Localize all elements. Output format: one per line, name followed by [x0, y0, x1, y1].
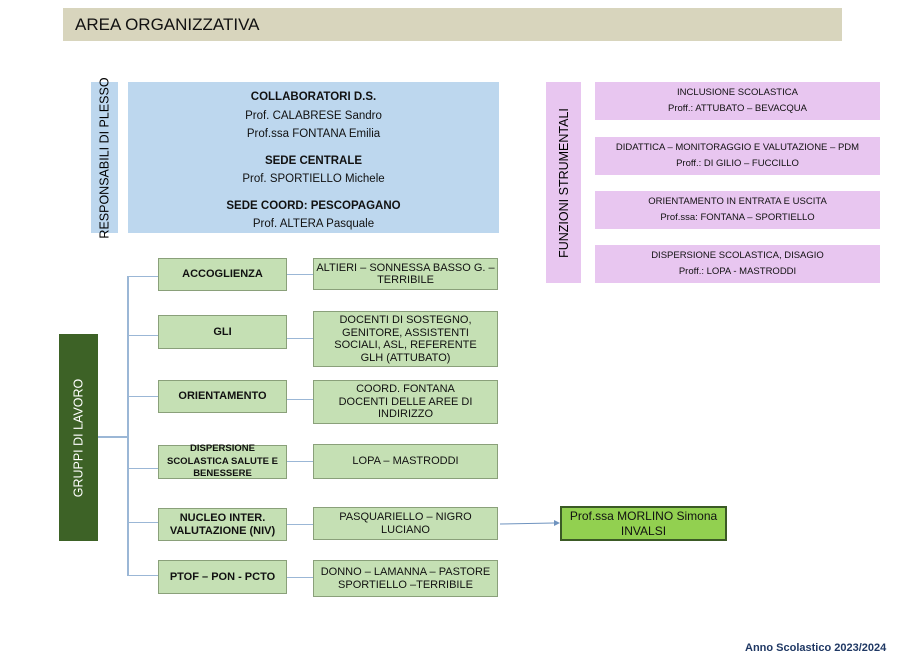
gruppi-label: GRUPPI DI LAVORO: [59, 334, 98, 541]
connector: [128, 522, 158, 523]
arrow-icon: [499, 520, 560, 526]
connector: [128, 335, 158, 336]
responsabili-label: RESPONSABILI DI PLESSO: [91, 77, 118, 238]
connector: [128, 468, 158, 469]
resp-line: Prof.ssa FONTANA Emilia: [246, 128, 381, 140]
gruppo-name: GLI: [158, 315, 287, 349]
resp-line: Prof. SPORTIELLO Michele: [242, 173, 385, 185]
funzione-people: Proff.: DI GILIO – FUCCILLO: [676, 158, 799, 169]
gruppo-members: COORD. FONTANA DOCENTI DELLE AREE DI IND…: [313, 380, 498, 424]
gruppo-members: ALTIERI – SONNESSA BASSO G. – TERRIBILE: [313, 258, 498, 290]
funzione-item: INCLUSIONE SCOLASTICA Proff.: ATTUBATO – …: [595, 82, 880, 120]
funzione-item: DISPERSIONE SCOLASTICA, DISAGIO Proff.: L…: [595, 245, 880, 283]
page-title: AREA ORGANIZZATIVA: [63, 8, 842, 41]
connector: [128, 396, 158, 397]
gruppo-name: ACCOGLIENZA: [158, 258, 287, 291]
connector: [127, 276, 129, 576]
gruppo-name: NUCLEO INTER. VALUTAZIONE (NIV): [158, 508, 287, 541]
funzione-item: ORIENTAMENTO IN ENTRATA E USCITA Prof.ssa…: [595, 191, 880, 229]
funzione-title: INCLUSIONE SCOLASTICA: [677, 87, 798, 98]
connector: [287, 338, 313, 339]
gruppo-members: LOPA – MASTRODDI: [313, 444, 498, 479]
invalsi-name: Prof.ssa MORLINO Simona: [569, 509, 718, 523]
responsabili-box: COLLABORATORI D.S. Prof. CALABRESE Sandr…: [128, 82, 499, 233]
resp-line: SEDE COORD: PESCOPAGANO: [226, 199, 401, 212]
resp-line: COLLABORATORI D.S.: [250, 91, 377, 103]
gruppo-name: ORIENTAMENTO: [158, 380, 287, 413]
invalsi-label: INVALSI: [620, 524, 667, 538]
funzioni-label-text: FUNZIONI STRUMENTALI: [556, 107, 571, 258]
gruppo-members: PASQUARIELLO – NIGRO LUCIANO: [313, 507, 498, 540]
school-year: Anno Scolastico 2023/2024: [745, 642, 887, 654]
gruppo-members: DOCENTI DI SOSTEGNO, GENITORE, ASSISTENT…: [313, 311, 498, 367]
connector: [128, 276, 158, 277]
funzione-people: Prof.ssa: FONTANA – SPORTIELLO: [660, 212, 815, 223]
responsabili-label-text: RESPONSABILI DI PLESSO: [97, 76, 112, 239]
connector: [287, 274, 313, 275]
funzione-title: ORIENTAMENTO IN ENTRATA E USCITA: [648, 196, 827, 207]
gruppi-label-text: GRUPPI DI LAVORO: [71, 378, 86, 497]
gruppo-name: DISPERSIONE SCOLASTICA SALUTE E BENESSER…: [158, 443, 287, 479]
connector: [287, 461, 313, 462]
connector: [287, 399, 313, 400]
connector: [98, 436, 128, 438]
gruppo-name: PTOF – PON - PCTO: [158, 560, 287, 594]
funzione-people: Proff.: LOPA - MASTRODDI: [678, 266, 797, 277]
funzioni-label: FUNZIONI STRUMENTALI: [546, 82, 581, 283]
funzione-item: DIDATTICA – MONITORAGGIO E VALUTAZIONE –…: [595, 137, 880, 175]
funzione-title: DIDATTICA – MONITORAGGIO E VALUTAZIONE –…: [615, 142, 860, 153]
connector: [287, 524, 313, 525]
connector: [128, 575, 158, 576]
resp-line: SEDE CENTRALE: [264, 154, 363, 167]
funzione-people: Proff.: ATTUBATO – BEVACQUA: [667, 103, 808, 114]
funzione-title: DISPERSIONE SCOLASTICA, DISAGIO: [651, 250, 824, 261]
connector: [287, 577, 313, 578]
resp-line: Prof. ALTERA Pasquale: [252, 218, 375, 230]
gruppo-members: DONNO – LAMANNA – PASTORE SPORTIELLO –TE…: [313, 560, 498, 597]
resp-line: Prof. CALABRESE Sandro: [245, 109, 382, 122]
